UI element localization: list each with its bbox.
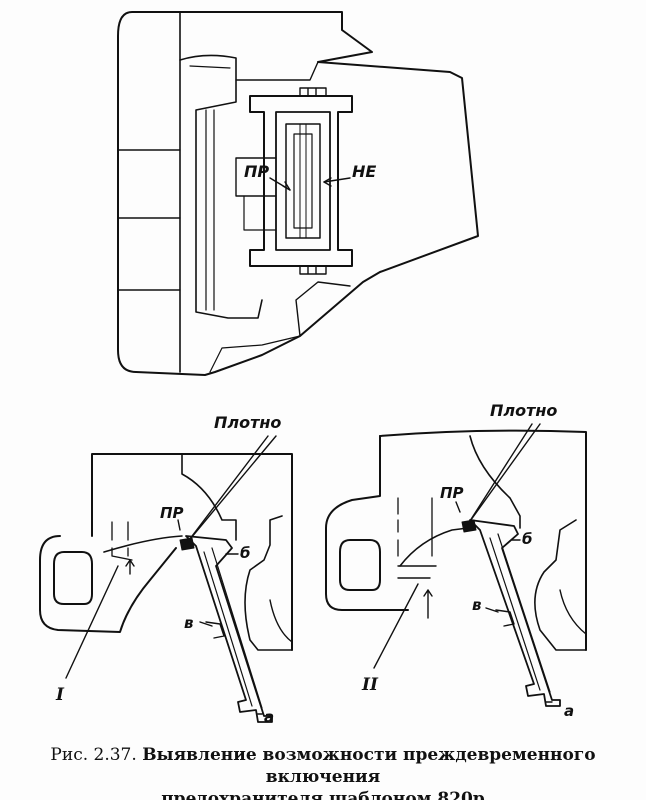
label-pr-left: ПР: [160, 504, 184, 522]
bottom-left-view: Плотно ПР б в а I: [39, 413, 293, 726]
right-template: [469, 519, 561, 707]
left-housing: [39, 453, 293, 651]
label-plotno-right: Плотно: [490, 401, 557, 420]
right-housing: [325, 429, 587, 651]
fuse-housing-outline: [117, 11, 479, 376]
label-a-right: а: [564, 702, 574, 720]
caption-number: Рис. 2.37.: [50, 745, 137, 765]
top-callouts: [269, 177, 351, 191]
bottom-right-view: Плотно ПР б в а II: [325, 401, 587, 720]
right-leaders: [373, 423, 553, 703]
technical-drawing: ПР НЕ П: [39, 11, 587, 726]
label-v-right: в: [472, 596, 482, 614]
label-b-right: б: [522, 530, 532, 548]
caption-title-line2: предохранителя шаблоном 820р: [161, 789, 485, 800]
label-v-left: в: [184, 614, 194, 632]
left-template: [185, 535, 273, 723]
label-pr-right: ПР: [440, 484, 464, 502]
caption-line-1: Рис. 2.37. Выявление возможности преждев…: [0, 744, 646, 788]
label-b-left: б: [240, 544, 250, 562]
label-a-left: а: [264, 708, 274, 726]
figure-caption: Рис. 2.37. Выявление возможности преждев…: [0, 744, 646, 800]
left-leaders: [65, 435, 277, 715]
left-mating-point: [179, 537, 195, 551]
label-roman-i: I: [55, 685, 65, 705]
label-ne-top: НЕ: [352, 162, 376, 181]
label-plotno-left: Плотно: [214, 413, 281, 432]
caption-title-line1: Выявление возможности преждевременного в…: [142, 745, 596, 787]
top-assembly-view: ПР НЕ: [117, 11, 479, 376]
label-pr-top: ПР: [244, 162, 269, 181]
gauge-template-top: [235, 87, 353, 275]
label-roman-ii: II: [361, 675, 379, 695]
